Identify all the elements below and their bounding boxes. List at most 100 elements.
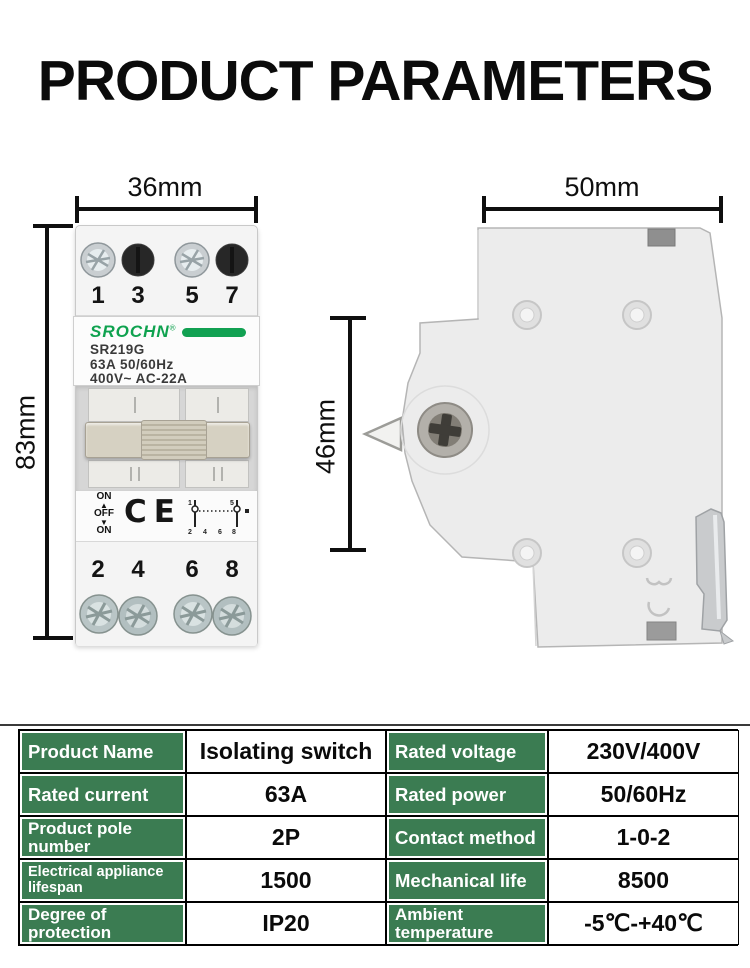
wiring-diagram: 1 5 2 4 6 8	[188, 500, 249, 536]
mounting-slot	[647, 228, 676, 247]
toggle-section	[76, 386, 257, 491]
front-width-dimension-line	[75, 207, 258, 211]
mounting-slot	[646, 621, 677, 641]
rating-text-line1: 63A 50/60Hz	[90, 357, 174, 372]
spec-value-cell: 2P	[186, 816, 386, 859]
up-arrow-icon: ▲	[100, 501, 108, 510]
bottom-terminal-block: 2 4 6 8	[76, 541, 257, 646]
off-label: OFF	[94, 508, 114, 520]
spec-value-cell: 230V/400V	[548, 730, 739, 773]
side-height-dimension-label: 46mm	[310, 399, 341, 475]
toggle-grip	[141, 420, 207, 460]
top-terminal-block: 1 3 5 7	[76, 226, 257, 316]
spec-value-cell: IP20	[186, 902, 386, 945]
position-mark	[221, 467, 223, 481]
toggle-window	[185, 388, 249, 422]
spec-value-cell: 50/60Hz	[548, 773, 739, 816]
spec-label-cell: Product pole number	[19, 816, 186, 859]
page-title: PRODUCT PARAMETERS	[37, 49, 713, 113]
molded-symbols	[645, 577, 673, 617]
spec-value-cell: -5℃-+40℃	[548, 902, 739, 945]
phillips-screw-icon	[417, 402, 473, 458]
spec-label-cell: Electrical appliance lifespan	[19, 859, 186, 902]
position-mark	[217, 397, 219, 413]
toggle-window	[185, 460, 249, 488]
rating-plate: SROCHN® SR219G 63A 50/60Hz 400V~ AC-22A	[73, 316, 260, 386]
brand-logo: SROCHN	[90, 322, 170, 341]
toggle-window	[88, 388, 180, 422]
diagram-label: 1	[188, 500, 192, 507]
on-off-indicator: ON ▲ OFF ▼ ON	[86, 492, 122, 536]
spec-label-cell: Mechanical life	[386, 859, 548, 902]
spec-label-cell: Degree of protection	[19, 902, 186, 945]
spec-label-cell: Rated current	[19, 773, 186, 816]
position-mark	[138, 467, 140, 481]
spec-label-cell: Contact method	[386, 816, 548, 859]
diagram-label: 6	[218, 529, 222, 536]
diagram-label: 4	[203, 529, 207, 536]
on-label: ON	[96, 491, 112, 502]
terminal-number: 6	[185, 556, 199, 583]
terminal-number: 1	[91, 282, 105, 309]
terminal-number: 4	[131, 556, 145, 583]
registered-mark: ®	[169, 323, 176, 333]
diagram-label: 8	[232, 529, 236, 536]
marking-section: ON ▲ OFF ▼ ON CE 1 5 2 4 6 8	[76, 491, 257, 541]
model-number: SR219G	[90, 342, 145, 357]
rating-text-line2: 400V~ AC-22A	[90, 371, 188, 386]
position-mark	[130, 467, 132, 481]
position-mark	[134, 397, 136, 413]
spec-value-cell: 1-0-2	[548, 816, 739, 859]
on-label: ON	[96, 525, 112, 537]
spec-label-cell: Product Name	[19, 730, 186, 773]
spec-value-cell: 8500	[548, 859, 739, 902]
spec-label-cell: Rated power	[386, 773, 548, 816]
terminal-number: 3	[131, 282, 145, 309]
side-width-dimension-label: 50mm	[564, 172, 640, 202]
dimension-tick	[33, 224, 73, 228]
din-rail-clip	[695, 508, 735, 645]
ce-certification-mark: CE	[124, 494, 182, 530]
position-mark	[213, 467, 215, 481]
terminal-number: 2	[91, 556, 105, 583]
top-terminal-screws-icon	[80, 242, 249, 278]
breaker-front-image: 1 3 5 7 SROCHN® SR219G 63A 50/60Hz 400V~…	[73, 225, 260, 646]
front-width-dimension-label: 36mm	[127, 172, 203, 202]
brand-green-bar	[182, 328, 246, 337]
toggle-window	[88, 460, 180, 488]
diagram-label: 2	[188, 529, 192, 536]
rivet-icon	[512, 538, 542, 568]
toggle-handle	[85, 420, 250, 460]
spec-value-cell: 1500	[186, 859, 386, 902]
side-width-dimension-line	[482, 207, 723, 211]
breaker-side-image	[361, 227, 735, 648]
brand-row: SROCHN®	[90, 322, 176, 342]
dimension-tick	[254, 196, 258, 223]
rivet-icon	[512, 300, 542, 330]
rivet-icon	[622, 300, 652, 330]
dimension-tick	[330, 548, 366, 552]
dimension-tick	[482, 196, 486, 223]
front-height-dimension-line	[45, 226, 49, 640]
side-toggle-lever	[361, 416, 403, 452]
divider-line	[0, 724, 750, 726]
spec-value-cell: Isolating switch	[186, 730, 386, 773]
spec-label-cell: Ambient temperature	[386, 902, 548, 945]
front-height-dimension-label: 83mm	[10, 395, 41, 471]
dimension-tick	[33, 636, 73, 640]
side-height-dimension-line	[348, 318, 352, 552]
dimension-tick	[75, 196, 79, 223]
dimension-tick	[719, 196, 723, 223]
terminal-number: 5	[185, 282, 199, 309]
rivet-icon	[622, 538, 652, 568]
dimension-tick	[330, 316, 366, 320]
spec-table: Product Name Isolating switch Rated volt…	[18, 729, 739, 946]
diagram-label: 5	[230, 500, 234, 507]
terminal-number: 8	[225, 556, 239, 583]
spec-label-cell: Rated voltage	[386, 730, 548, 773]
spec-value-cell: 63A	[186, 773, 386, 816]
bottom-terminal-screws-icon	[79, 594, 252, 636]
toggle-boss	[400, 385, 490, 475]
down-arrow-icon: ▼	[100, 518, 108, 528]
